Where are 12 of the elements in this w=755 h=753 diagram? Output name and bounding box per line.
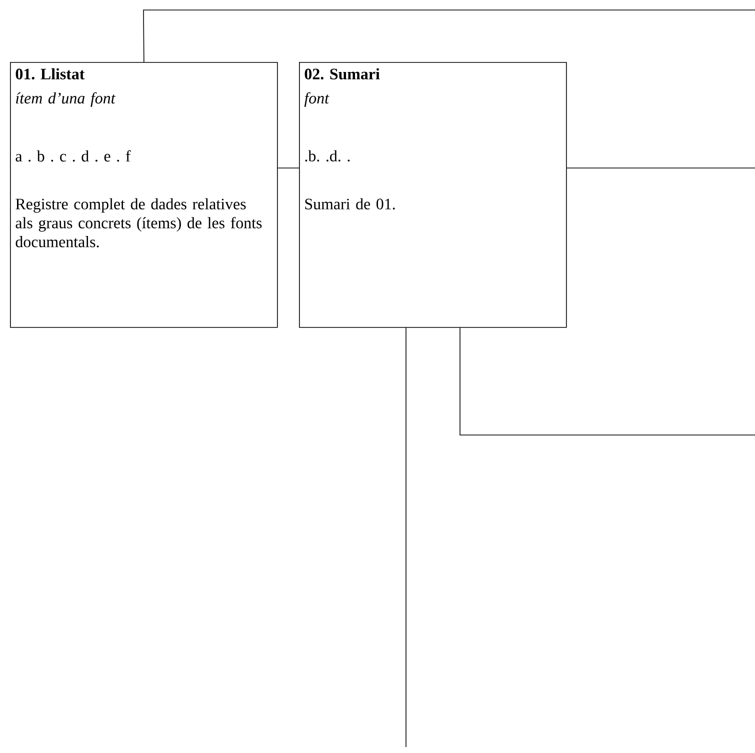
- box-subtitle: font: [304, 92, 330, 107]
- description-text: Registre complet de dades relatives als graus concrets (ítems) de les fonts documentals.: [16, 198, 262, 248]
- box-subtitle: ítem d’una font: [16, 92, 116, 107]
- letter-sequence: a . b . c . d . e . f: [16, 150, 131, 162]
- connector-line: [460, 327, 755, 436]
- box-title: 01. Llistat: [16, 68, 85, 80]
- text-box: [10, 62, 278, 328]
- text-box: [299, 62, 567, 328]
- box-title: 02. Sumari: [304, 68, 380, 80]
- connector-line: [143, 10, 755, 62]
- description-text: Sumari de 01.: [305, 198, 395, 210]
- letter-sequence: .b. .d. .: [305, 150, 350, 162]
